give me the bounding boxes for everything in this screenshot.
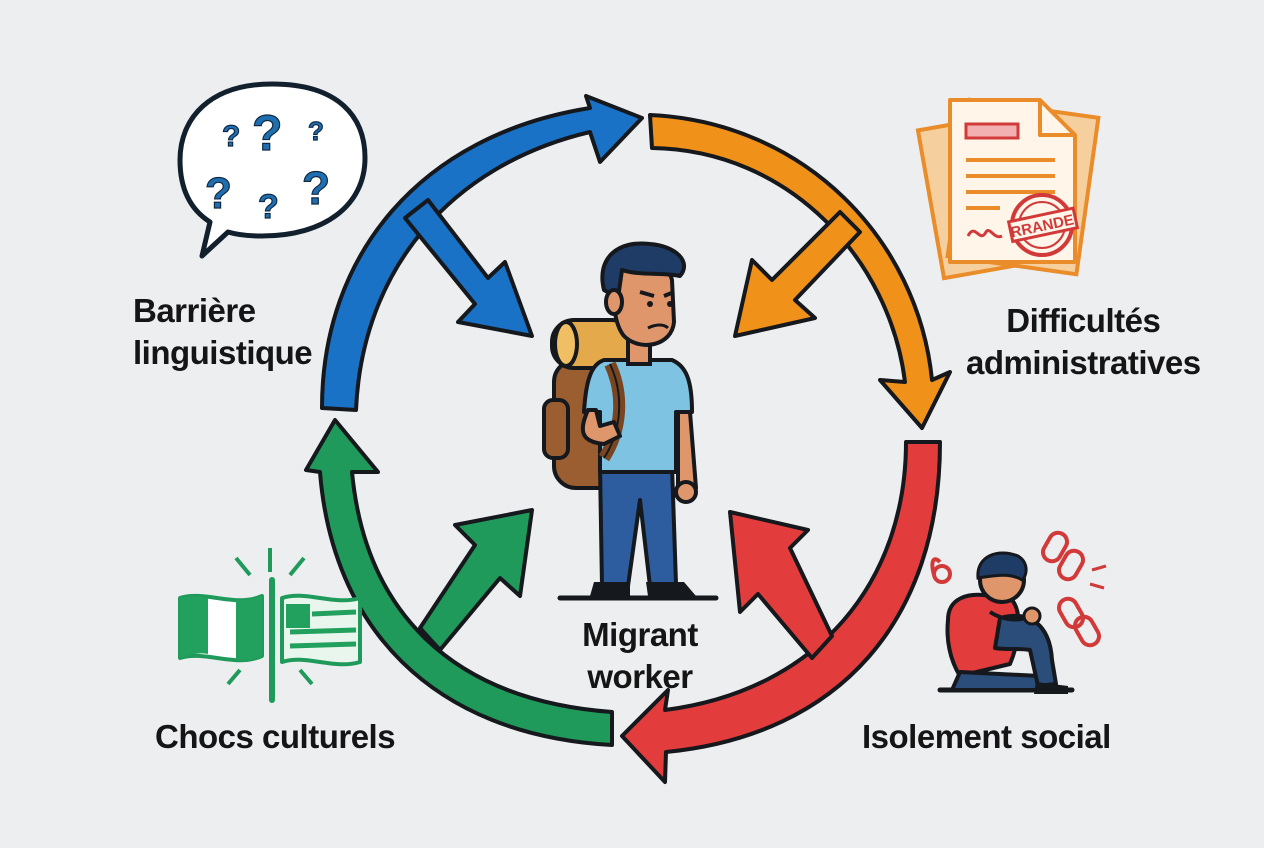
label-center-line1: Migrant <box>582 616 698 653</box>
svg-text:?: ? <box>222 120 240 153</box>
label-language-line2: linguistique <box>133 334 313 371</box>
label-cultural-line1: Chocs culturels <box>155 718 396 755</box>
red-cycle-arrow <box>620 440 942 784</box>
label-cultural-shock: Chocs culturels <box>155 716 396 758</box>
label-social-isolation: Isolement social <box>862 716 1111 758</box>
svg-text:?: ? <box>302 162 330 214</box>
label-admin-line2: administratives <box>966 344 1201 381</box>
label-administrative-difficulties: Difficultés administratives <box>966 300 1201 384</box>
label-center-line2: worker <box>587 658 693 695</box>
orange-cycle-arrow <box>648 113 952 430</box>
svg-text:?: ? <box>252 105 283 161</box>
crossed-flags-icon <box>178 548 362 703</box>
label-isolation-line1: Isolement social <box>862 718 1111 755</box>
svg-text:?: ? <box>308 116 324 146</box>
label-language-line1: Barrière <box>133 292 256 329</box>
sad-person-broken-chain-icon <box>930 530 1107 694</box>
label-migrant-worker: Migrant worker <box>540 614 740 698</box>
backpacker-person-icon <box>542 241 719 601</box>
question-speech-bubble-icon: ? ? ? ? ? ? <box>177 81 368 259</box>
blue-cycle-arrow <box>320 94 644 412</box>
svg-text:?: ? <box>258 188 279 226</box>
label-admin-line1: Difficultés <box>1006 302 1161 339</box>
document-stamp-icon: RRANDE <box>915 97 1101 281</box>
svg-text:?: ? <box>205 169 232 218</box>
green-cycle-arrow <box>304 418 614 747</box>
label-language-barrier: Barrière linguistique <box>133 290 313 374</box>
